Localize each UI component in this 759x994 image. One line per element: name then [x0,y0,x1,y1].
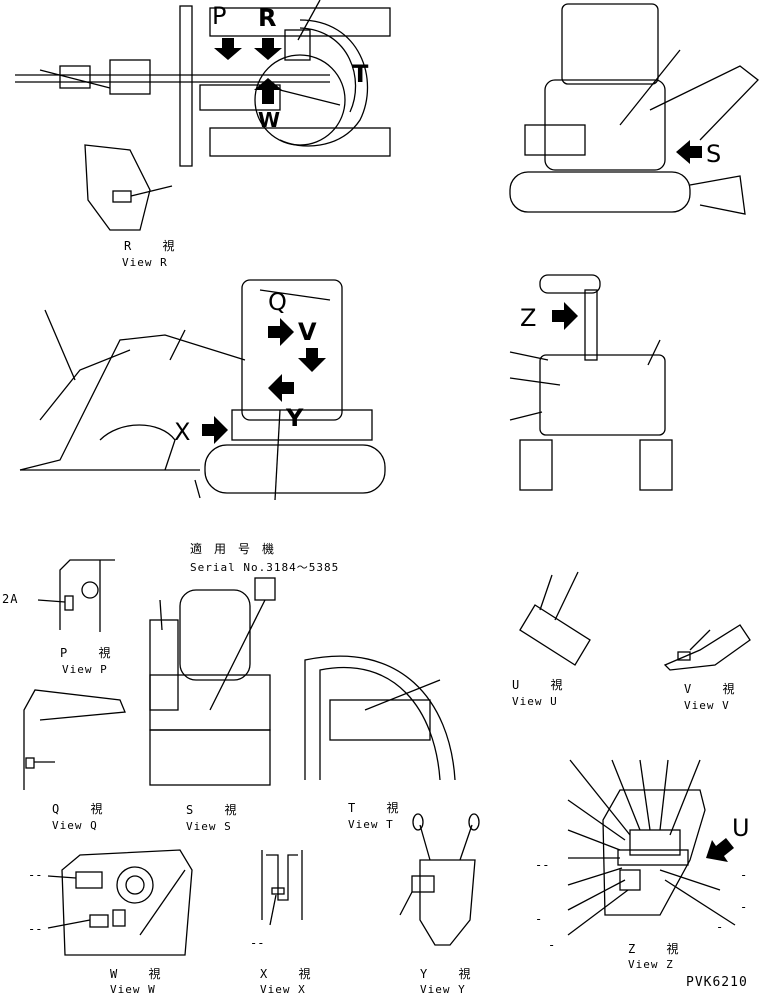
top-view-drawing [15,0,391,167]
rear-view-drawing [509,3,759,215]
callout-s: S [706,140,722,168]
callout-y: Y [286,404,304,432]
view-q-caption-jp: Q 視 [52,802,115,816]
view-v-caption-en: View V [684,699,730,712]
label-2a: 2A [2,592,19,606]
view-p-drawing [37,559,115,632]
view-z-caption-jp: Z 視 [628,942,691,956]
dash-mark: -- [250,936,265,950]
callout-u: U [732,814,750,842]
view-u-caption-en: View U [512,695,558,708]
view-s-caption-jp: S 視 [186,803,249,817]
view-z-caption-en: View Z [628,958,674,971]
dash-mark: - [716,920,724,934]
view-w-caption-jp: W 視 [110,967,173,981]
arrow-s [676,140,702,164]
arrow-z [552,302,578,330]
callout-t: T [352,60,369,88]
side-view-drawing [19,279,386,501]
view-r-drawing [84,144,173,231]
view-r-caption-en: View R [122,256,168,269]
view-z-drawing [567,759,736,936]
callout-v: V [298,318,317,346]
view-t-caption-en: View T [348,818,394,831]
view-p-caption-en: View P [62,663,108,676]
view-s-caption-en: View S [186,820,232,833]
dash-mark: - [535,912,543,926]
callout-r: R [258,4,277,32]
front-view-drawing [509,274,673,491]
serial-label-jp: 適用号機 [190,542,287,556]
view-t-drawing [304,655,456,781]
callout-p: P [212,2,227,30]
view-u-caption-jp: U 視 [512,678,575,692]
view-v-caption-jp: V 視 [684,682,747,696]
view-y-caption-jp: Y 視 [420,967,483,981]
callout-z: Z [520,304,537,332]
view-w-drawing [47,849,193,956]
top-view-arrows [214,38,282,104]
view-x-drawing [261,850,303,926]
serial-label-en: Serial No.3184〜5385 [190,561,340,574]
callout-w: W [258,108,281,132]
view-x-caption-en: View X [260,983,306,994]
view-r-caption-jp: R 視 [124,239,187,253]
view-w-caption-en: View W [110,983,156,994]
view-v-drawing [663,624,751,671]
drawing-code: PVK6210 [686,975,748,990]
view-x-caption-jp: X 視 [260,967,323,981]
view-y-caption-en: View Y [420,983,466,994]
dash-mark: - [740,868,748,882]
arrow-u [706,838,734,862]
callout-x: X [174,418,191,446]
view-q-caption-en: View Q [52,819,98,832]
view-y-drawing [399,813,480,946]
side-view-arrows [202,318,326,444]
dash-mark: -- [28,922,43,936]
dash-mark: - [740,900,748,914]
view-t-caption-jp: T 視 [348,801,411,815]
dash-mark: -- [535,858,550,872]
dash-mark: - [548,938,556,952]
dash-mark: -- [28,868,43,882]
view-q-drawing [23,689,126,790]
view-s-drawing [149,577,276,786]
callout-q: Q [268,288,287,316]
view-u-drawing [519,571,591,666]
view-p-caption-jp: P 視 [60,646,123,660]
